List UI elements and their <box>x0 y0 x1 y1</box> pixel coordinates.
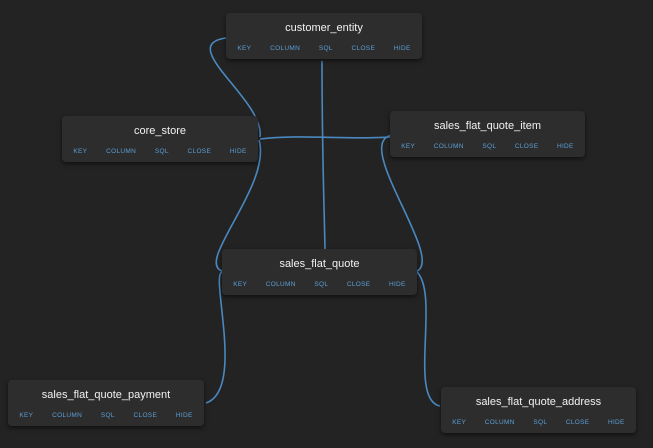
hide-button[interactable]: HIDE <box>388 281 406 288</box>
column-button[interactable]: COLUMN <box>52 412 83 419</box>
close-button[interactable]: CLOSE <box>514 143 539 150</box>
table-actions: KEY COLUMN SQL CLOSE HIDE <box>226 41 422 56</box>
close-button[interactable]: CLOSE <box>346 281 371 288</box>
table-title: customer_entity <box>285 22 363 34</box>
table-node-sales-flat-quote-address[interactable]: sales_flat_quote_address KEY COLUMN SQL … <box>441 387 636 433</box>
relation-link-quote-item-quote <box>380 134 424 272</box>
table-actions: KEY COLUMN SQL CLOSE HIDE <box>8 408 204 423</box>
key-button[interactable]: KEY <box>19 412 34 419</box>
sql-button[interactable]: SQL <box>154 148 169 155</box>
key-button[interactable]: KEY <box>73 148 88 155</box>
column-button[interactable]: COLUMN <box>484 419 515 426</box>
table-actions: KEY COLUMN SQL CLOSE HIDE <box>62 144 258 159</box>
relation-link-quote-core-store <box>215 139 262 272</box>
column-button[interactable]: COLUMN <box>270 45 301 52</box>
hide-button[interactable]: HIDE <box>393 45 411 52</box>
column-button[interactable]: COLUMN <box>265 281 296 288</box>
key-button[interactable]: KEY <box>233 281 248 288</box>
close-button[interactable]: CLOSE <box>351 45 376 52</box>
table-node-sales-flat-quote[interactable]: sales_flat_quote KEY COLUMN SQL CLOSE HI… <box>222 249 417 295</box>
column-button[interactable]: COLUMN <box>433 143 464 150</box>
table-title: sales_flat_quote <box>279 258 360 270</box>
hide-button[interactable]: HIDE <box>556 143 574 150</box>
table-actions: KEY COLUMN SQL CLOSE HIDE <box>441 415 636 430</box>
table-node-sales-flat-quote-payment[interactable]: sales_flat_quote_payment KEY COLUMN SQL … <box>8 380 204 426</box>
key-button[interactable]: KEY <box>452 419 467 426</box>
relation-link-payment-quote <box>205 271 226 404</box>
table-node-customer-entity[interactable]: customer_entity KEY COLUMN SQL CLOSE HID… <box>226 13 422 59</box>
relation-link-quote-customer <box>321 60 326 250</box>
hide-button[interactable]: HIDE <box>175 412 193 419</box>
column-button[interactable]: COLUMN <box>106 148 137 155</box>
table-node-core-store[interactable]: core_store KEY COLUMN SQL CLOSE HIDE <box>62 116 258 162</box>
sql-button[interactable]: SQL <box>318 45 333 52</box>
table-actions: KEY COLUMN SQL CLOSE HIDE <box>390 139 585 154</box>
table-actions: KEY COLUMN SQL CLOSE HIDE <box>222 277 417 292</box>
key-button[interactable]: KEY <box>237 45 252 52</box>
sql-button[interactable]: SQL <box>533 419 548 426</box>
relation-link-quote-item-core-store <box>259 136 391 140</box>
hide-button[interactable]: HIDE <box>607 419 625 426</box>
close-button[interactable]: CLOSE <box>565 419 590 426</box>
table-title: sales_flat_quote_payment <box>41 389 171 401</box>
relation-link-address-quote <box>416 271 441 407</box>
hide-button[interactable]: HIDE <box>229 148 247 155</box>
sql-button[interactable]: SQL <box>100 412 115 419</box>
table-title: sales_flat_quote_item <box>433 120 541 132</box>
table-title: core_store <box>134 125 186 137</box>
sql-button[interactable]: SQL <box>314 281 329 288</box>
table-node-sales-flat-quote-item[interactable]: sales_flat_quote_item KEY COLUMN SQL CLO… <box>390 111 585 157</box>
sql-button[interactable]: SQL <box>482 143 497 150</box>
table-title: sales_flat_quote_address <box>475 396 602 408</box>
key-button[interactable]: KEY <box>401 143 416 150</box>
close-button[interactable]: CLOSE <box>133 412 158 419</box>
close-button[interactable]: CLOSE <box>187 148 212 155</box>
